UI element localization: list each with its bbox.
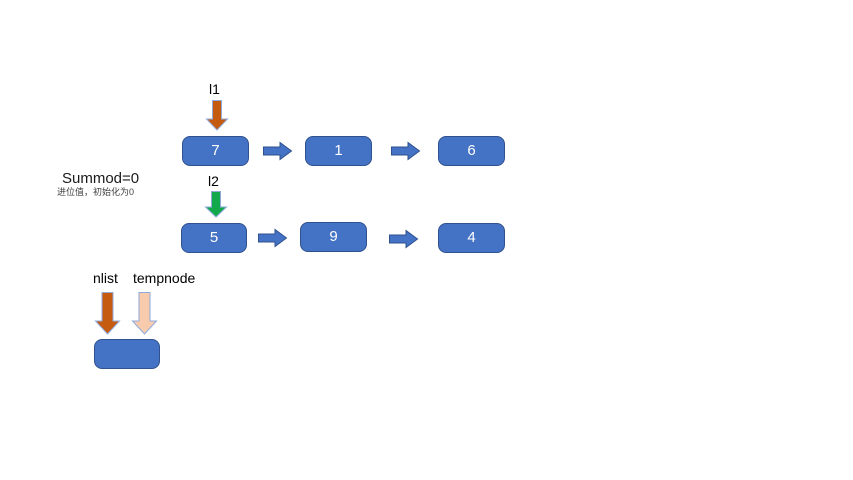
result-node-empty: [94, 339, 160, 369]
list1-connector-arrow-icon-1: [263, 141, 293, 161]
list2-node-2: 9: [300, 222, 367, 252]
list1-node-1: 7: [182, 136, 249, 166]
summod-label: Summod=0: [62, 170, 140, 187]
list2-node-1: 5: [181, 223, 247, 253]
list2-connector-arrow-icon-2: [389, 229, 419, 249]
nlist-down-arrow-icon: [94, 292, 121, 335]
list1-node-2-value: 1: [334, 142, 343, 159]
list1-node-3-value: 6: [467, 142, 476, 159]
l2-down-arrow-icon: [204, 191, 228, 218]
list1-node-3: 6: [438, 136, 505, 166]
list2-node-1-value: 5: [209, 229, 219, 246]
list2-node-3-value: 4: [467, 229, 476, 246]
summod-carry-note: 进位值，初始化为0: [57, 187, 135, 197]
pointer-label-nlist: nlist: [93, 270, 118, 286]
list2-node-3: 4: [438, 223, 505, 253]
list2-connector-arrow-icon-1: [258, 228, 288, 248]
list1-connector-arrow-icon-2: [391, 141, 421, 161]
list2-node-2-value: 9: [329, 228, 338, 245]
list1-node-2: 1: [305, 136, 372, 166]
pointer-label-l1: l1: [209, 81, 220, 97]
list1-node-1-value: 7: [211, 142, 220, 159]
tempnode-down-arrow-icon: [131, 292, 158, 335]
l1-down-arrow-icon: [205, 100, 229, 131]
pointer-label-l2: l2: [208, 173, 219, 189]
pointer-label-tempnode: tempnode: [133, 270, 196, 286]
